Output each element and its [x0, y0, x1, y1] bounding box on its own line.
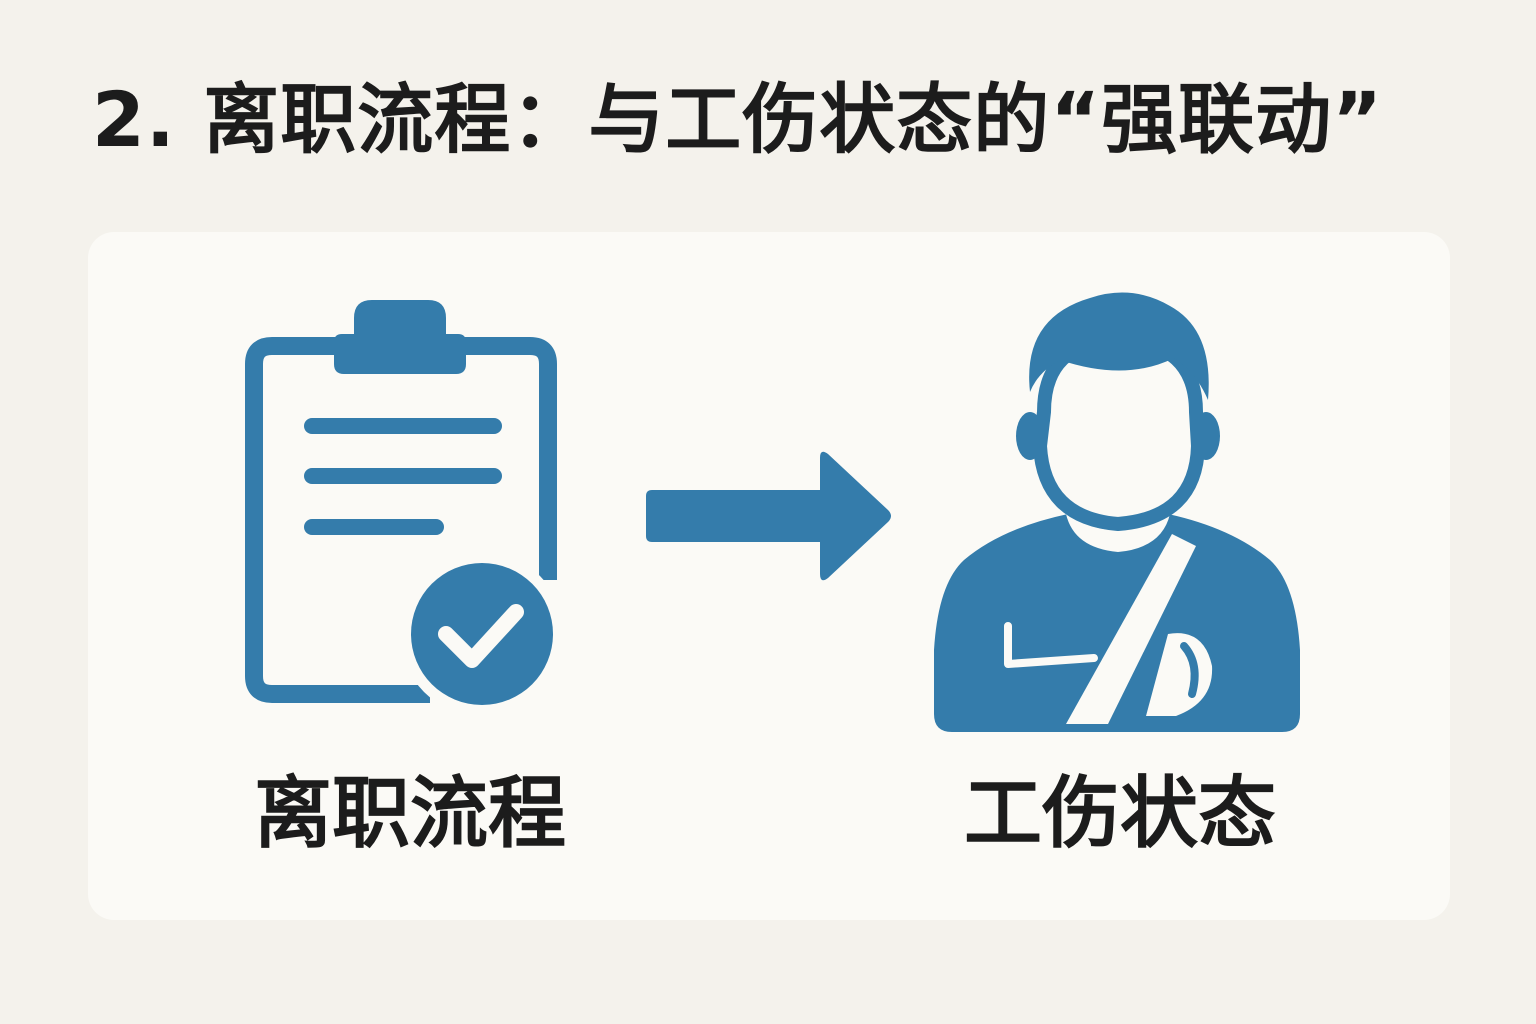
- clipboard-check-icon: [245, 300, 564, 716]
- injured-person-sling-icon: [934, 292, 1300, 732]
- arrow-right-icon: [646, 451, 891, 581]
- page-title: 2. 离职流程：与工伤状态的“强联动”: [92, 75, 1384, 164]
- resignation-process-label: 离职流程: [253, 769, 566, 859]
- injury-status-label: 工伤状态: [963, 769, 1276, 859]
